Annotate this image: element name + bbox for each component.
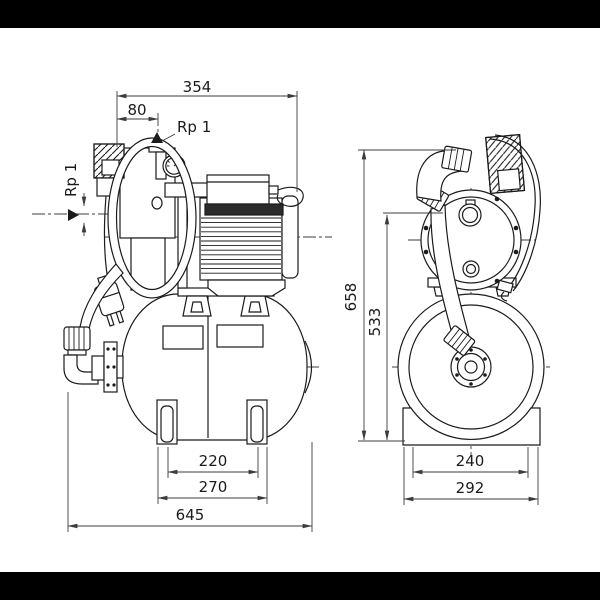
suction-port-label: Rp 1 bbox=[62, 163, 80, 197]
union-nut bbox=[91, 355, 105, 381]
tank-label-plate bbox=[162, 325, 204, 350]
cable-loop-end bbox=[489, 134, 541, 302]
tank-base bbox=[402, 407, 541, 446]
dim-overall-length-label: 645 bbox=[176, 506, 205, 524]
dimensions bbox=[67, 91, 539, 532]
dim-suction-height-label: 533 bbox=[366, 308, 384, 337]
tank-label-plate bbox=[216, 324, 264, 348]
dim-overall-height-label: 658 bbox=[342, 283, 360, 312]
drain-plug bbox=[151, 196, 163, 210]
pressure-switch-end bbox=[485, 133, 526, 195]
tank-center-flange bbox=[450, 346, 492, 388]
hose-collar-bottom bbox=[443, 325, 476, 356]
motor-fins bbox=[201, 217, 281, 274]
end-view bbox=[392, 133, 550, 455]
dim-overall-width-label: 354 bbox=[183, 78, 212, 96]
motor-foot bbox=[207, 279, 286, 297]
tank-inlet-elbow bbox=[63, 326, 124, 393]
leader-line bbox=[161, 133, 176, 142]
discharge-elbow bbox=[416, 145, 473, 202]
letterbox-bottom bbox=[0, 572, 600, 600]
dimension-labels: 354 80 Rp 1 Rp 1 220 270 645 658 533 240… bbox=[62, 78, 484, 524]
cable-gland bbox=[268, 185, 279, 195]
dim-feet-outer-label: 270 bbox=[199, 478, 228, 496]
discharge-port-label: Rp 1 bbox=[177, 118, 211, 136]
dim-feet-inner-label: 220 bbox=[199, 452, 228, 470]
suction-flow-arrow-icon bbox=[68, 209, 79, 221]
discharge-flow-arrow-icon bbox=[151, 132, 163, 143]
motor bbox=[199, 174, 304, 297]
motor-band bbox=[204, 203, 284, 216]
letterbox-top bbox=[0, 0, 600, 28]
dim-base-width-label: 292 bbox=[456, 479, 485, 497]
dim-base-holes-label: 240 bbox=[456, 452, 485, 470]
terminal-box bbox=[206, 174, 270, 205]
tank-feet bbox=[156, 399, 268, 445]
dim-discharge-offset-label: 80 bbox=[127, 101, 146, 119]
pressure-tank-side bbox=[121, 293, 313, 441]
side-view bbox=[32, 113, 332, 445]
